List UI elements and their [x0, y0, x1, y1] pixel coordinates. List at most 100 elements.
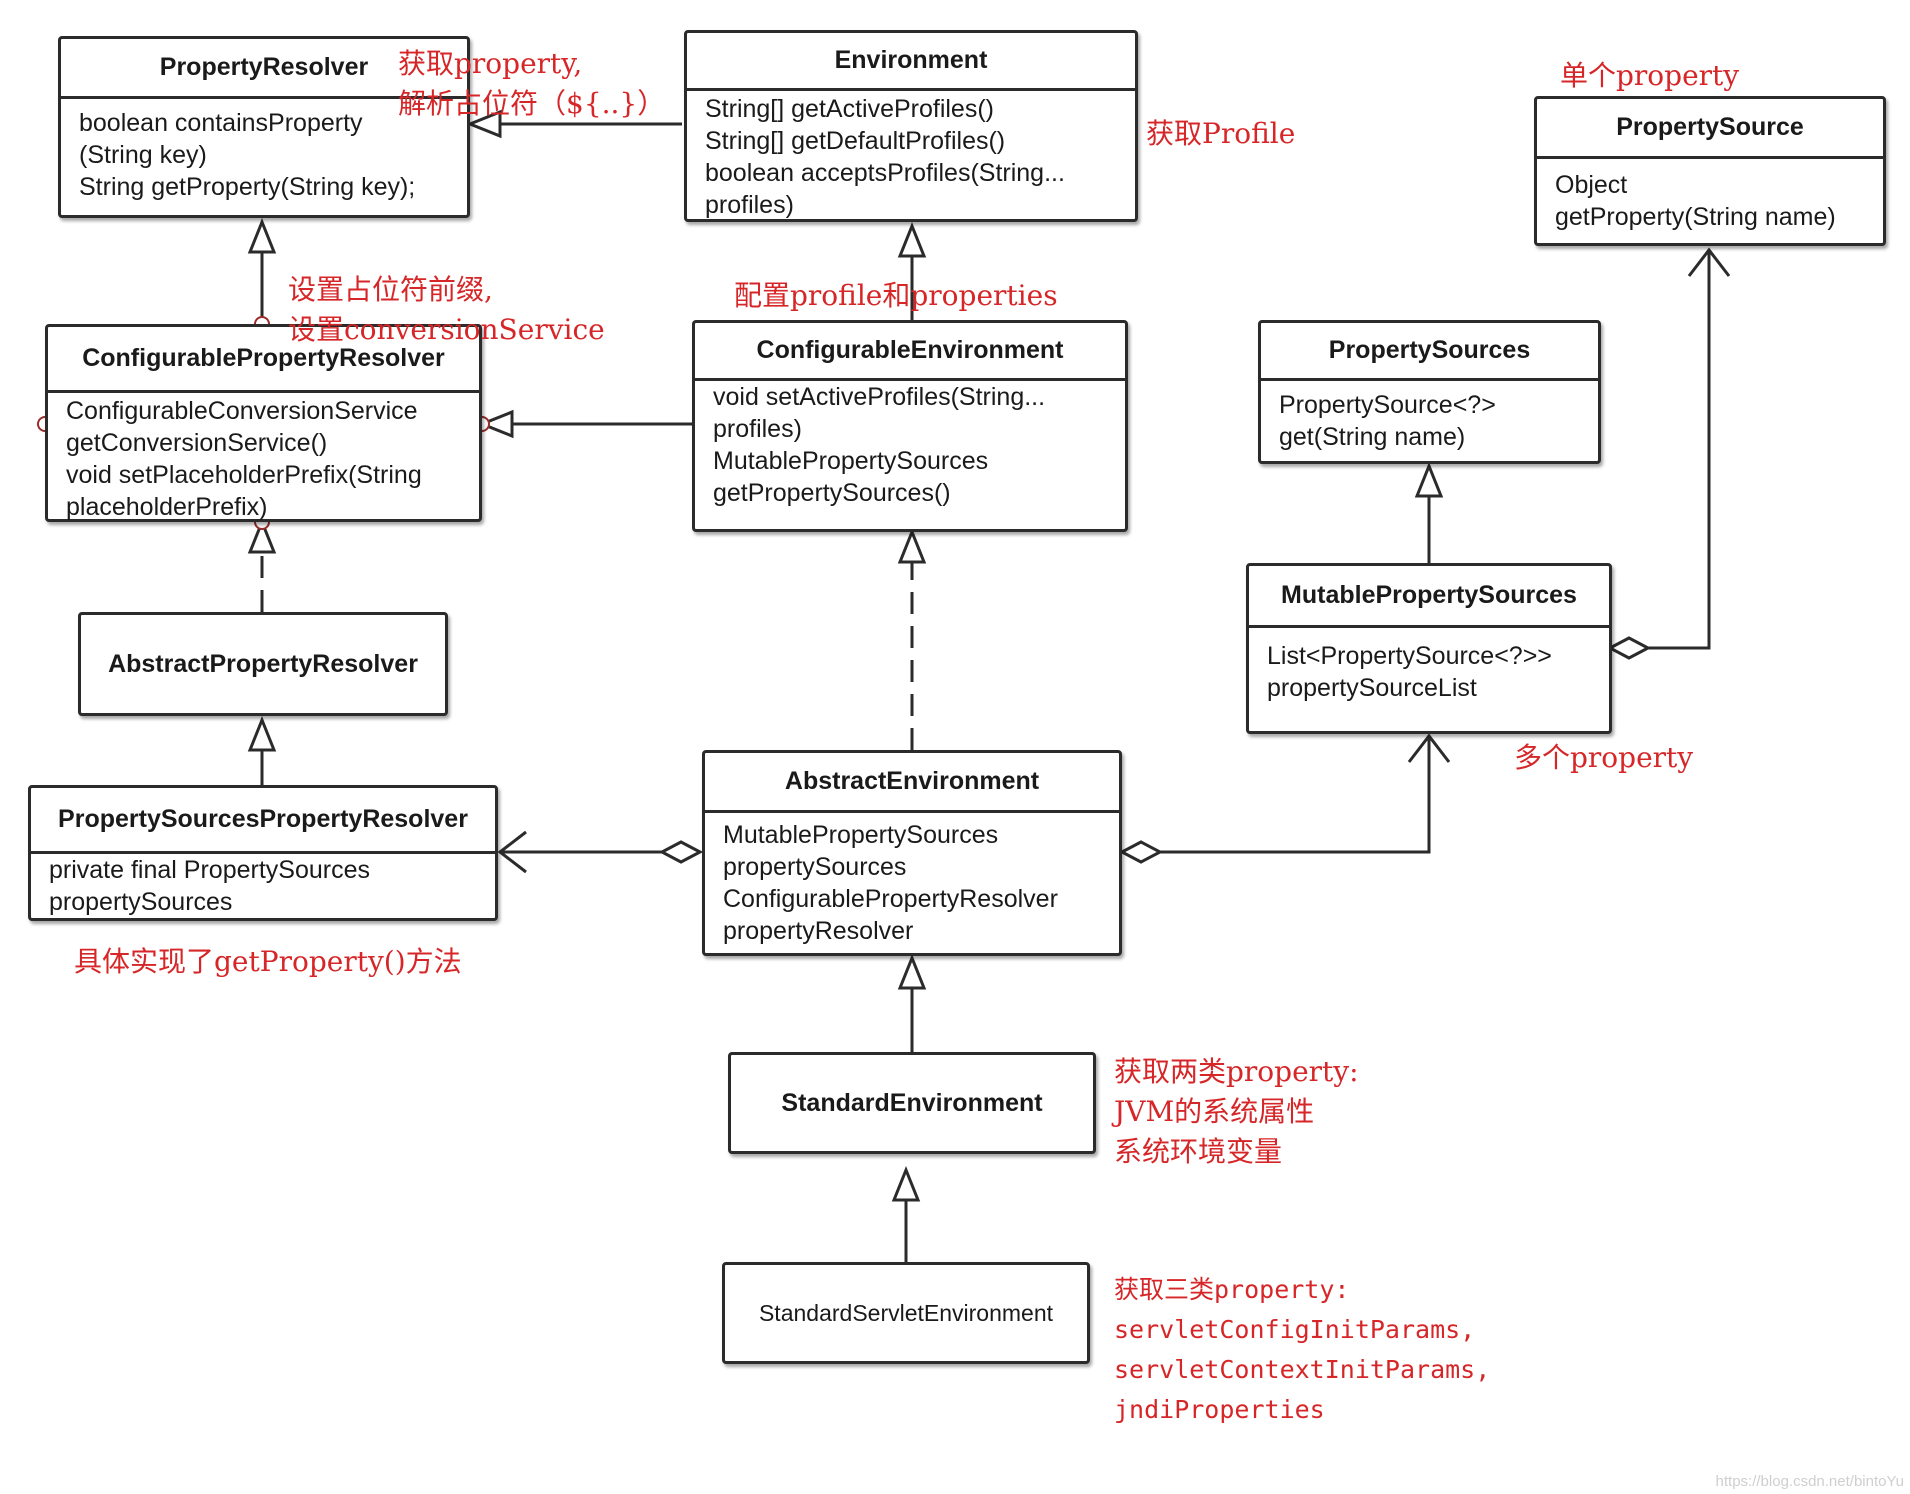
aggregation-diamond — [658, 840, 704, 864]
inherit-arrowhead — [477, 409, 514, 439]
member: getConversionService() — [66, 429, 328, 457]
note-line: 单个property — [1560, 59, 1740, 92]
note-two-kinds: 获取两类property: JVM的系统属性 系统环境变量 — [1114, 1052, 1359, 1172]
member: String[] getDefaultProfiles() — [705, 127, 1006, 155]
note-get-property: 获取property, 解析占位符（${..}） — [398, 44, 665, 124]
note-line: jndiProperties — [1114, 1395, 1325, 1424]
note-impl-get-property: 具体实现了getProperty()方法 — [74, 942, 462, 982]
member: placeholderPrefix) — [66, 493, 268, 521]
class-property-sources-property-resolver: PropertySourcesPropertyResolver private … — [28, 785, 498, 921]
note-line: 解析占位符（${..}） — [398, 87, 666, 120]
member: ConfigurableConversionService — [66, 397, 418, 425]
inherit-arrowhead — [891, 1165, 921, 1202]
edge-mps-aggregates-property-source — [1648, 250, 1711, 650]
class-title: PropertySources — [1261, 323, 1598, 381]
inherit-arrowhead — [897, 953, 927, 990]
class-members: PropertySource<?> get(String name) — [1261, 381, 1598, 459]
class-members: boolean containsProperty (String key) St… — [61, 99, 467, 209]
member: profiles) — [713, 415, 802, 443]
class-title: Environment — [687, 33, 1135, 91]
note-three-kinds: 获取三类property: servletConfigInitParams, s… — [1114, 1270, 1490, 1430]
note-line: servletConfigInitParams, — [1114, 1315, 1476, 1344]
note-line: 设置占位符前缀, — [288, 273, 493, 306]
open-arrowhead — [1407, 733, 1451, 763]
inherit-arrowhead — [1414, 461, 1444, 498]
class-title: AbstractPropertyResolver — [108, 649, 418, 678]
edge-aenv-aggregates-mps — [1160, 736, 1431, 854]
inherit-arrowhead — [897, 221, 927, 258]
class-title: MutablePropertySources — [1249, 566, 1609, 628]
class-abstract-property-resolver: AbstractPropertyResolver — [78, 612, 448, 716]
realize-arrowhead — [897, 527, 927, 564]
note-line: 具体实现了getProperty()方法 — [74, 945, 462, 978]
open-arrowhead — [1687, 247, 1731, 277]
inherit-arrowhead — [465, 109, 502, 139]
note-line: 系统环境变量 — [1114, 1135, 1283, 1168]
class-standard-environment: StandardEnvironment — [728, 1052, 1096, 1154]
class-property-sources: PropertySources PropertySource<?> get(St… — [1258, 320, 1601, 464]
class-abstract-environment: AbstractEnvironment MutablePropertySourc… — [702, 750, 1122, 956]
class-members: void setActiveProfiles(String... profile… — [695, 381, 1125, 515]
member: propertySources — [49, 888, 233, 916]
member: propertySourceList — [1267, 674, 1477, 702]
member: String[] getActiveProfiles() — [705, 95, 994, 123]
member: void setPlaceholderPrefix(String — [66, 461, 422, 489]
note-line: 获取两类property: — [1114, 1055, 1359, 1088]
member: MutablePropertySources — [713, 447, 989, 475]
aggregation-diamond — [1118, 840, 1164, 864]
class-configurable-environment: ConfigurableEnvironment void setActivePr… — [692, 320, 1128, 532]
class-title: PropertySource — [1537, 99, 1883, 159]
inherit-arrowhead — [247, 217, 277, 254]
member: boolean containsProperty — [79, 109, 363, 137]
note-get-profile: 获取Profile — [1146, 114, 1295, 154]
member: (String key) — [79, 141, 207, 169]
class-title: ConfigurablePropertyResolver — [48, 327, 479, 393]
member: MutablePropertySources — [723, 821, 999, 849]
class-environment: Environment String[] getActiveProfiles()… — [684, 30, 1138, 222]
realize-arrowhead — [247, 517, 277, 554]
member: profiles) — [705, 191, 794, 219]
open-arrowhead — [497, 830, 527, 874]
member: ConfigurablePropertyResolver — [723, 885, 1058, 913]
note-line: JVM的系统属性 — [1114, 1095, 1315, 1128]
note-line: 获取三类property: — [1114, 1275, 1350, 1304]
member: String getProperty(String key); — [79, 173, 416, 201]
note-multi-property: 多个property — [1514, 738, 1693, 778]
member: boolean acceptsProfiles(String... — [705, 159, 1065, 187]
member: List<PropertySource<?>> — [1267, 642, 1552, 670]
member: Object — [1555, 171, 1628, 199]
class-title: AbstractEnvironment — [705, 753, 1119, 813]
note-line: 获取property, — [398, 47, 583, 80]
class-members: List<PropertySource<?>> propertySourceLi… — [1249, 628, 1609, 710]
note-config-profile: 配置profile和properties — [734, 276, 1058, 316]
class-title: StandardEnvironment — [781, 1088, 1043, 1117]
class-members: private final PropertySources propertySo… — [31, 854, 495, 924]
class-mutable-property-sources: MutablePropertySources List<PropertySour… — [1246, 563, 1612, 734]
note-line: 多个property — [1514, 741, 1694, 774]
class-property-resolver: PropertyResolver boolean containsPropert… — [58, 36, 470, 218]
member: getPropertySources() — [713, 479, 951, 507]
class-property-source: PropertySource Object getProperty(String… — [1534, 96, 1886, 246]
inherit-arrowhead — [247, 715, 277, 752]
member: void setActiveProfiles(String... — [713, 383, 1046, 411]
note-line: 获取Profile — [1146, 117, 1296, 150]
member: propertySources — [723, 853, 907, 881]
class-title: PropertySourcesPropertyResolver — [31, 788, 495, 854]
class-title: PropertyResolver — [61, 39, 467, 99]
member: getProperty(String name) — [1555, 203, 1836, 231]
class-members: Object getProperty(String name) — [1537, 159, 1883, 239]
member: private final PropertySources — [49, 856, 370, 884]
member: PropertySource<?> — [1279, 391, 1496, 419]
member: propertyResolver — [723, 917, 914, 945]
class-title: StandardServletEnvironment — [758, 1299, 1054, 1326]
class-configurable-property-resolver: ConfigurablePropertyResolver Configurabl… — [45, 324, 482, 522]
note-line: 设置conversionService — [288, 313, 605, 346]
class-title: ConfigurableEnvironment — [695, 323, 1125, 381]
class-members: ConfigurableConversionService getConvers… — [48, 393, 479, 529]
note-set-prefix: 设置占位符前缀, 设置conversionService — [288, 270, 605, 350]
class-standard-servlet-environment: StandardServletEnvironment — [722, 1262, 1090, 1364]
watermark: https://blog.csdn.net/bintoYu — [1715, 1473, 1904, 1490]
note-line: 配置profile和properties — [734, 279, 1058, 312]
